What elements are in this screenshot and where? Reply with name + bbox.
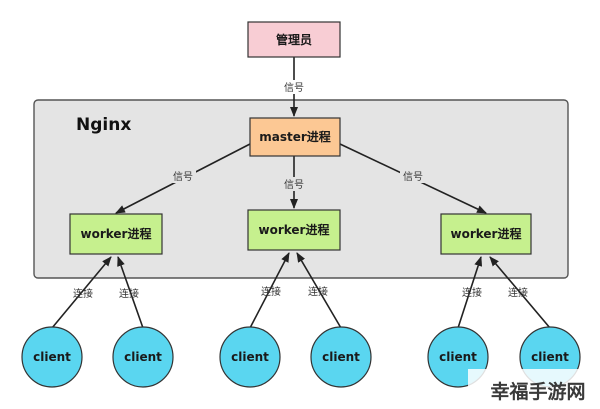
client-node-2 bbox=[112, 326, 174, 388]
admin-label: 管理员 bbox=[276, 32, 312, 47]
worker-box-3 bbox=[440, 213, 532, 255]
edge-label-bg-admin-master bbox=[281, 80, 307, 94]
edge-label-bg-worker-3 bbox=[400, 169, 426, 183]
edge-label-connect-1: 连接 bbox=[73, 287, 93, 300]
client-node-4 bbox=[310, 326, 372, 388]
client-node-3 bbox=[219, 326, 281, 388]
edge-label-connect-5: 连接 bbox=[462, 286, 482, 299]
arrow-client-5-to-worker-3 bbox=[457, 256, 483, 329]
client-label-3: client bbox=[231, 350, 269, 364]
edge-label-bg-worker-1 bbox=[170, 169, 196, 183]
client-label-2: client bbox=[124, 350, 162, 364]
edge-label-master-worker-2: 信号 bbox=[284, 179, 304, 191]
arrow-client-1-to-worker-1 bbox=[51, 256, 112, 329]
worker-label-2: worker进程 bbox=[259, 222, 330, 237]
edge-label-master-worker-1: 信号 bbox=[173, 171, 193, 183]
client-label-1: client bbox=[33, 350, 71, 364]
edge-label-master-worker-3: 信号 bbox=[403, 171, 423, 183]
edge-label-bg-worker-2 bbox=[281, 177, 307, 191]
nginx-container-label: Nginx bbox=[76, 115, 131, 135]
worker-box-1 bbox=[69, 213, 163, 255]
edge-label-connect-6: 连接 bbox=[508, 286, 528, 299]
edge-label-connect-3: 连接 bbox=[261, 285, 281, 298]
master-box bbox=[249, 117, 341, 157]
edge-label-connect-4: 连接 bbox=[308, 285, 328, 298]
worker-label-1: worker进程 bbox=[81, 226, 152, 241]
worker-label-3: worker进程 bbox=[451, 226, 522, 241]
client-label-6: client bbox=[531, 350, 569, 364]
edge-label-connect-2: 连接 bbox=[119, 287, 139, 300]
watermark-text: 幸福手游网 bbox=[490, 380, 585, 403]
arrow-client-4-to-worker-2 bbox=[296, 252, 342, 329]
arrow-client-3-to-worker-2 bbox=[249, 252, 290, 329]
worker-box-2 bbox=[247, 209, 341, 251]
watermark-backdrop bbox=[468, 369, 600, 409]
admin-box bbox=[247, 21, 341, 58]
edge-label-admin-master: 信号 bbox=[284, 82, 304, 94]
arrow-client-2-to-worker-1 bbox=[117, 256, 144, 329]
client-node-1 bbox=[21, 326, 83, 388]
arrow-client-6-to-worker-3 bbox=[489, 256, 551, 329]
client-label-5: client bbox=[439, 350, 477, 364]
client-label-4: client bbox=[322, 350, 360, 364]
master-label: master进程 bbox=[259, 129, 331, 144]
